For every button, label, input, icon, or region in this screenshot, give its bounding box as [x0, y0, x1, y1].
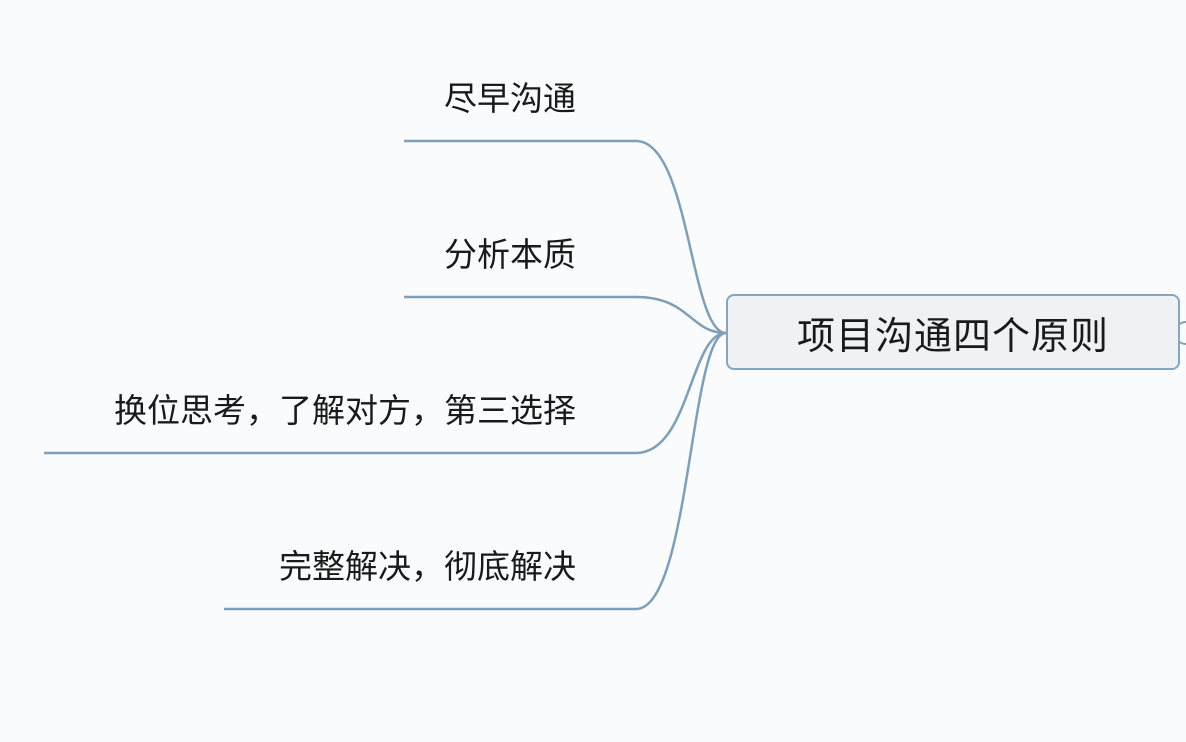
central-topic-title: 项目沟通四个原则 — [796, 313, 1109, 358]
branch-topic-4[interactable]: 完整解决，彻底解决 — [279, 547, 576, 586]
branch-topic-3[interactable]: 换位思考，了解对方，第三选择 — [114, 391, 576, 430]
branch-topic-1[interactable]: 尽早沟通 — [444, 79, 576, 118]
connector-branch-3 — [44, 331, 727, 455]
central-topic-node[interactable]: 项目沟通四个原则 — [726, 294, 1180, 370]
connector-branch-2 — [404, 295, 727, 335]
connector-branch-1 — [404, 139, 727, 335]
branch-topic-2[interactable]: 分析本质 — [444, 235, 576, 274]
connector-branch-4 — [224, 331, 727, 611]
